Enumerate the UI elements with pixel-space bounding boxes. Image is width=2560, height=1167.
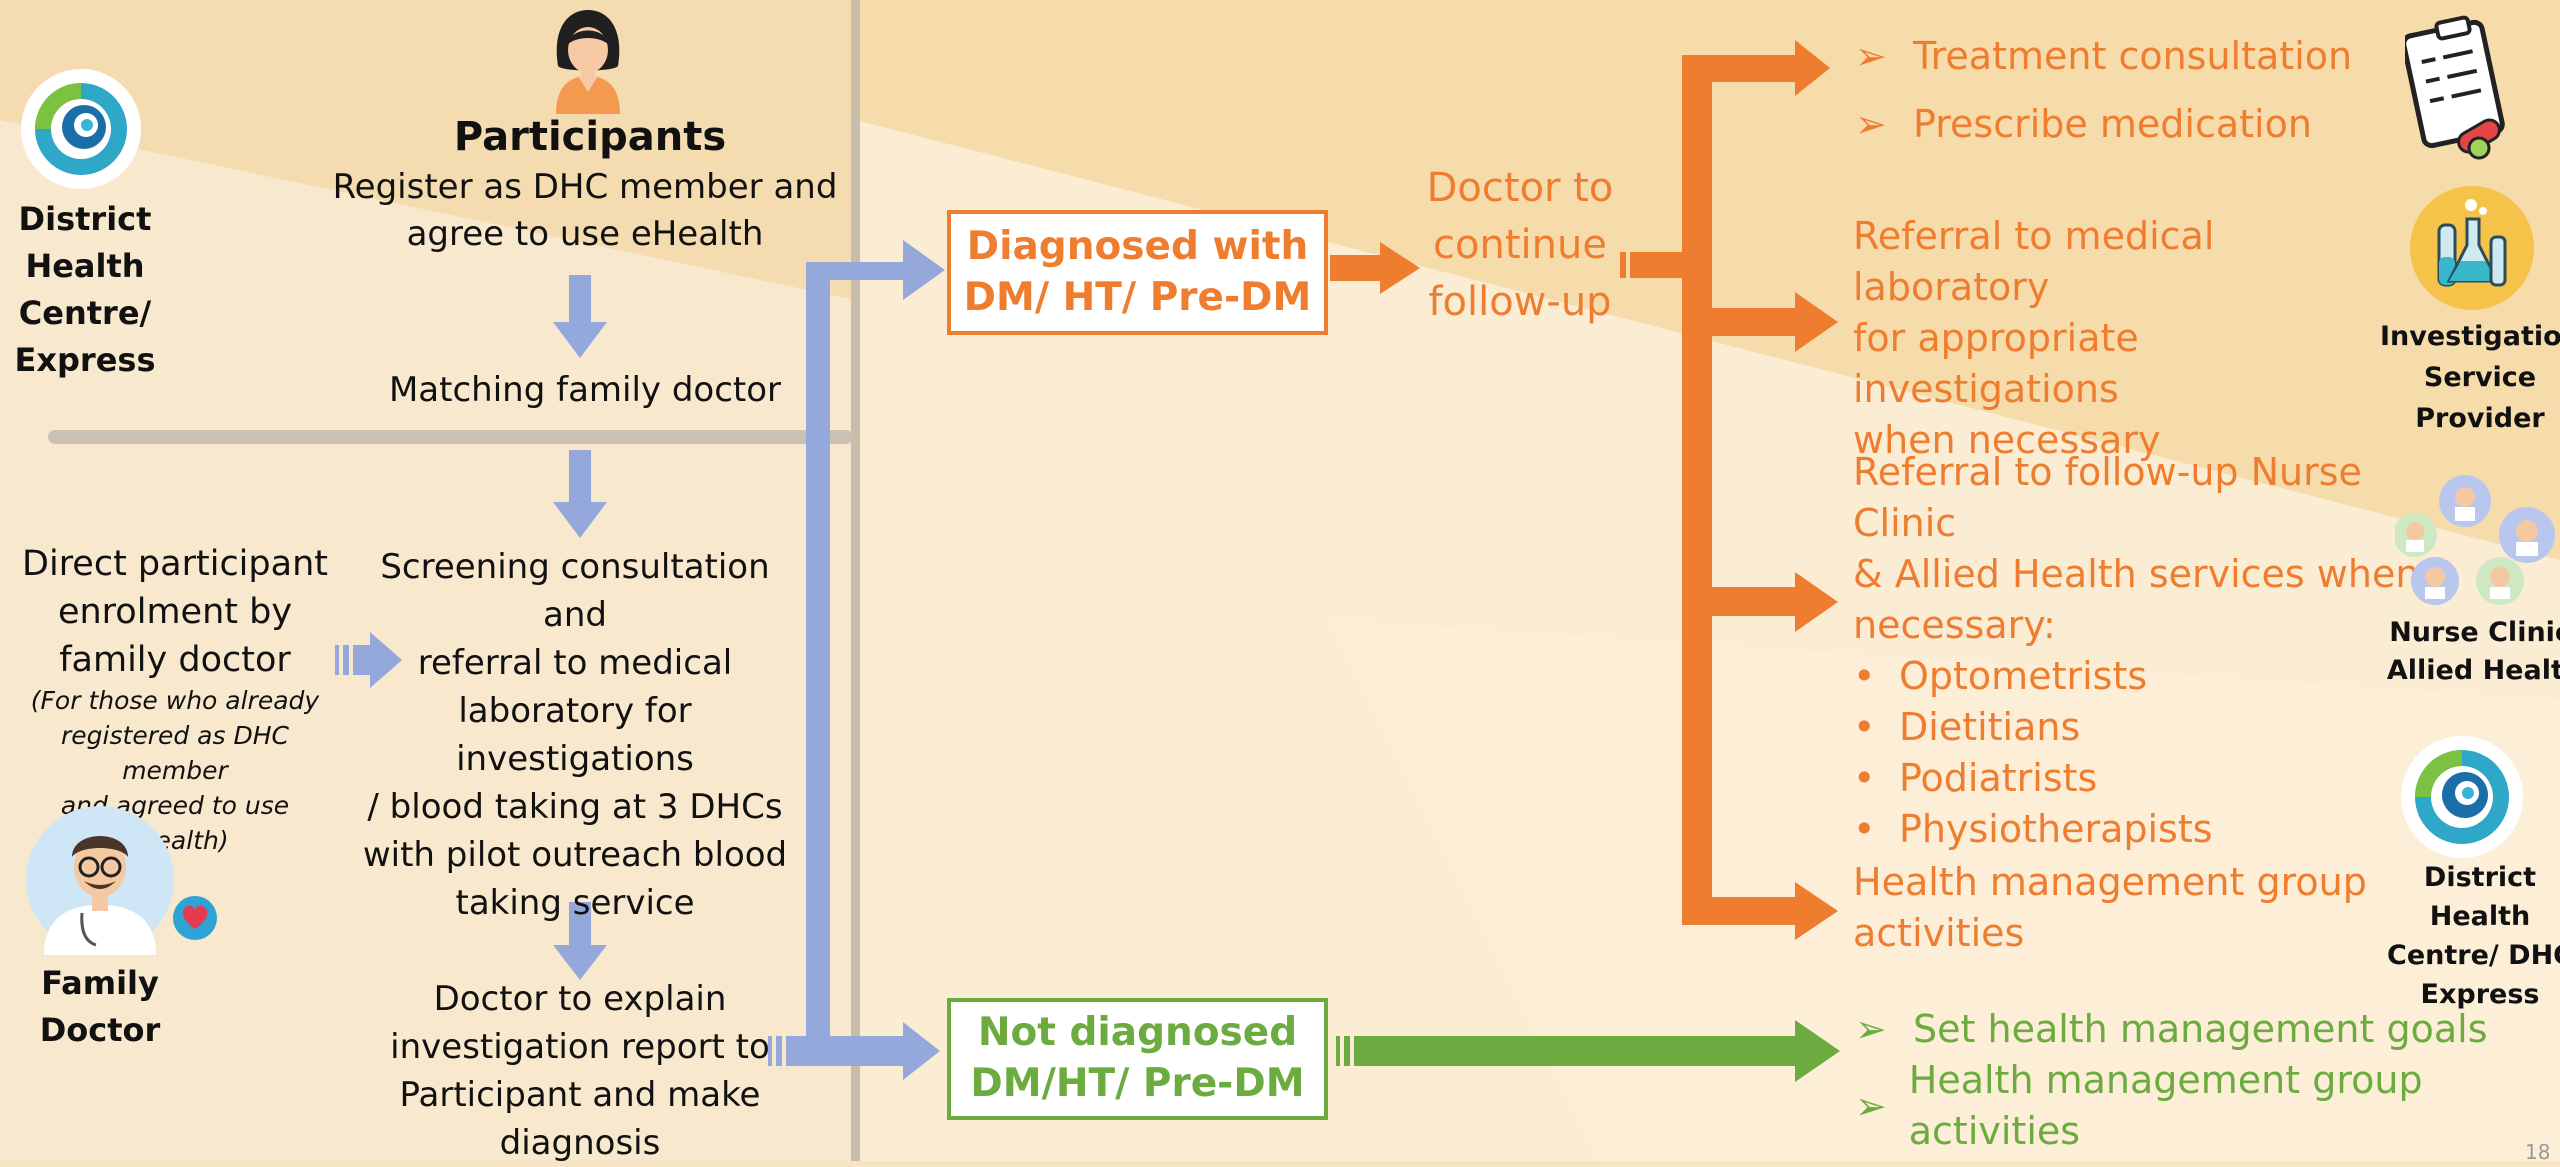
allied-item: •Dietitians — [1853, 705, 2081, 749]
green-arrow — [1354, 1020, 1840, 1082]
matching-family-doctor: Matching family doctor — [388, 370, 782, 410]
orange-arrow-lab — [1712, 292, 1838, 352]
dhc-logo-icon-right — [2400, 735, 2525, 860]
participants-title: Participants — [453, 114, 727, 160]
allied-item: •Optometrists — [1853, 654, 2148, 698]
allied-list: •Optometrists •Dietitians •Podiatrists •… — [1853, 651, 2453, 855]
allied-item: •Podiatrists — [1853, 756, 2098, 800]
down-arrow-1 — [553, 275, 607, 358]
nurse-clinic-label: Nurse Clinic/ Allied Health — [2386, 617, 2560, 686]
lab-flask-icon — [2409, 185, 2535, 311]
green-item: ➢ Health management group activities — [1855, 1058, 2423, 1153]
arrow-bullet: ➢ — [1855, 1007, 1887, 1051]
green-stripe2 — [1344, 1036, 1350, 1066]
green-item: ➢ Set health management goals — [1855, 1004, 2555, 1055]
investigation-label: Investigation Service Provider — [2380, 321, 2560, 434]
bracket-bottom-stripe2 — [776, 1036, 782, 1066]
family-doctor-label: Family Doctor — [39, 964, 161, 1049]
orange-trunk — [1682, 55, 1712, 925]
arrow-bullet: ➢ — [1855, 102, 1887, 146]
arrow-to-diagnosed — [806, 240, 945, 300]
arrow-bullet: ➢ — [1855, 34, 1887, 78]
enrol-arrow-stripe2 — [343, 645, 349, 675]
dhc-logo-label: District Health Centre/ Express — [14, 200, 156, 379]
down-arrow-2 — [553, 450, 607, 538]
diagnosed-box: Diagnosed with DM/ HT/ Pre-DM — [947, 210, 1328, 335]
page-number: 18 — [2525, 1140, 2551, 1164]
treatment-list: ➢ Treatment consultation ➢ Prescribe med… — [1855, 22, 2375, 158]
dhc-label-right: District Health Centre/ DHC Express — [2387, 862, 2560, 1010]
green-list: ➢ Set health management goals ➢ Health m… — [1855, 1004, 2555, 1157]
not-diagnosed-box: Not diagnosed DM/HT/ Pre-DM — [947, 998, 1328, 1120]
participants-description: Register as DHC member and agree to use … — [332, 167, 838, 254]
doctor-follow-up-text: Doctor to continue follow-up — [1426, 165, 1614, 325]
arrow-diagnosed-to-doctor — [1330, 242, 1420, 294]
direct-enrolment-note: (For those who already registered as DHC… — [30, 686, 320, 855]
follow-up-connector — [1630, 252, 1690, 278]
down-arrow-3 — [553, 902, 607, 980]
treatment-item: ➢ Treatment consultation — [1855, 22, 2375, 90]
participant-icon — [548, 8, 628, 114]
arrow-bullet: ➢ — [1855, 1083, 1887, 1128]
follow-up-stripe — [1620, 252, 1626, 278]
health-group-text: Health management group activities — [1853, 860, 2367, 955]
bracket-bottom-stripe1 — [768, 1036, 772, 1066]
doctor-explain-text: Doctor to explain investigation report t… — [390, 979, 770, 1163]
clipboard-icon — [2401, 14, 2505, 162]
dhc-logo-icon — [20, 68, 142, 190]
screening-consultation-text: Screening consultation and referral to m… — [362, 547, 788, 923]
green-stripe1 — [1336, 1036, 1340, 1066]
enrol-arrow-stripe1 — [335, 645, 339, 675]
direct-enrolment-text: Direct participant enrolment by family d… — [22, 544, 328, 680]
bracket-vertical — [806, 262, 830, 1052]
family-doctor-icon — [22, 805, 217, 960]
orange-arrow-treatment — [1682, 40, 1830, 96]
referral-nurse-text: Referral to follow-up Nurse Clinic & All… — [1853, 447, 2453, 855]
vertical-divider — [851, 0, 860, 1161]
arrow-to-not-diagnosed — [786, 1022, 940, 1080]
prescribe-item: ➢ Prescribe medication — [1855, 90, 2375, 158]
enrol-arrow — [353, 632, 402, 688]
orange-arrow-group — [1682, 882, 1838, 940]
referral-lab-text: Referral to medical laboratory for appro… — [1853, 214, 2215, 462]
horizontal-divider — [48, 430, 853, 444]
healthcare-team-icon — [2393, 473, 2560, 608]
allied-item: •Physiotherapists — [1853, 807, 2213, 851]
orange-arrow-nurse — [1712, 572, 1838, 632]
